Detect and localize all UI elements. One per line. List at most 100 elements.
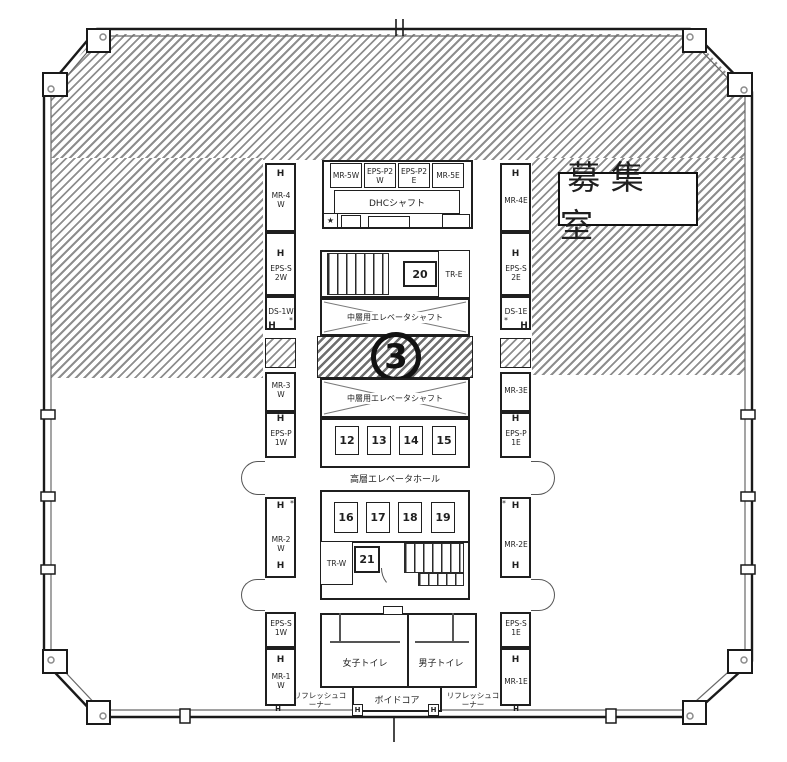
- duct-box: [368, 216, 410, 228]
- asterisk-label: *: [502, 498, 506, 508]
- h-label: H: [275, 705, 281, 713]
- h-column-mark: H: [500, 248, 531, 260]
- room-13: 13: [367, 426, 391, 455]
- room-16: 16: [334, 502, 358, 533]
- refresh-corner-right: リフレッシュコーナー: [446, 689, 500, 711]
- floor-3-circle: 3: [371, 332, 421, 382]
- right-col-box-5: [500, 412, 531, 458]
- room-mr1e-label: MR-1E: [504, 676, 528, 686]
- room-20-label: 20: [412, 267, 428, 281]
- refresh-corner-right-label: リフレッシュコーナー: [446, 691, 500, 709]
- asterisk-mark: *: [499, 498, 509, 508]
- room-ds1e: DS-1E: [503, 301, 529, 321]
- room-mr2e: MR-2E: [503, 534, 529, 554]
- room-mr4w: MR-4W: [268, 190, 294, 210]
- star-box: ★: [323, 213, 338, 228]
- room-eps-s1e: EPS-S1E: [503, 618, 529, 638]
- hatched-block-left-column: [265, 338, 296, 368]
- room-tr-e: TR-E: [438, 250, 470, 298]
- h-column-mark: H: [265, 168, 296, 180]
- room-mr3e: MR-3E: [503, 380, 529, 400]
- h-label: H: [511, 169, 520, 179]
- h-label: H: [511, 655, 520, 665]
- asterisk-mark: *: [501, 315, 511, 325]
- toilet-vent-box: [383, 606, 403, 615]
- h-label: H: [511, 561, 520, 571]
- h-column-mark: H: [265, 500, 296, 512]
- room-tr-e-label: TR-E: [445, 269, 463, 279]
- core-divider-line: [320, 541, 470, 543]
- h-label: H: [276, 561, 285, 571]
- h-column-mark: H: [265, 248, 296, 260]
- h-column-mark: H: [500, 500, 531, 512]
- h-label: H: [513, 705, 519, 713]
- elevator-hall-label: 高層エレベータホール: [349, 475, 440, 485]
- room-12-label: 12: [339, 434, 355, 447]
- room-eps-p1e-label: EPS-P1E: [505, 429, 527, 447]
- room-15-label: 15: [436, 434, 452, 447]
- void-core: ボイドコア: [352, 686, 442, 712]
- floor-number: 3: [384, 337, 408, 377]
- room-mr1w: MR-1W: [268, 671, 294, 691]
- room-ds1w-label: DS-1W: [268, 306, 294, 316]
- h-column-mark: H: [500, 654, 531, 666]
- room-eps-s1w: EPS-S1W: [268, 618, 294, 638]
- h-label: H: [354, 706, 361, 714]
- h-column-mark: H: [514, 320, 534, 332]
- h-column-mark: H: [265, 413, 296, 425]
- room-mr4w-label: MR-4W: [271, 191, 291, 209]
- room-eps-p2e: EPS-P2E: [398, 163, 430, 188]
- right-col-box-3: [500, 296, 531, 330]
- room-mr3w: MR-3W: [268, 380, 294, 400]
- door-arc: [241, 461, 265, 495]
- room-eps-s2w-label: EPS-S2W: [270, 264, 292, 282]
- mens-toilet: 男子トイレ: [410, 655, 472, 669]
- room-15: 15: [432, 426, 456, 455]
- wall-column-ticks: [40, 409, 756, 724]
- refresh-corner-left: リフレッシュコーナー: [293, 689, 347, 711]
- room-mr5e: MR-5E: [432, 163, 464, 188]
- h-column-mark: H: [266, 703, 290, 715]
- h-label: H: [276, 501, 285, 511]
- room-ds1e-label: DS-1E: [504, 306, 528, 316]
- refresh-corner-left-label: リフレッシュコーナー: [293, 691, 347, 709]
- mens-toilet-label: 男子トイレ: [418, 658, 464, 669]
- right-col-box-2: [500, 232, 531, 296]
- toilet-partition: [452, 613, 454, 641]
- room-mr2w: MR-2W: [268, 534, 294, 554]
- h-column-mark: H: [504, 703, 528, 715]
- elevator-hall-label-row: 高層エレベータホール: [330, 472, 460, 485]
- room-eps-s2e-label: EPS-S2E: [505, 264, 527, 282]
- room-mr5w: MR-5W: [330, 163, 362, 188]
- h-column-mark: H: [500, 413, 531, 425]
- h-label: H: [511, 414, 520, 424]
- room-13-label: 13: [371, 434, 387, 447]
- room-mr1w-label: MR-1W: [271, 672, 291, 690]
- stairs-upper: [327, 253, 389, 295]
- room-18-label: 18: [402, 511, 418, 524]
- elevator-shaft-upper: 中層用エレベータシャフト: [320, 298, 470, 336]
- asterisk-mark: *: [286, 315, 296, 325]
- asterisk-label: *: [290, 498, 294, 508]
- room-mr2e-label: MR-2E: [504, 539, 528, 549]
- room-eps-p2w-label: EPS-P2W: [366, 166, 394, 185]
- dhc-shaft-label: DHCシャフト: [369, 198, 425, 209]
- room-ds1w: DS-1W: [268, 301, 294, 321]
- axis-ticks: [393, 19, 404, 742]
- h-column-mark: H: [262, 320, 282, 332]
- room-19: 19: [431, 502, 455, 533]
- dhc-shaft: DHCシャフト: [334, 190, 460, 214]
- room-14: 14: [399, 426, 423, 455]
- corner-column-bolts: [47, 33, 748, 720]
- asterisk-label: *: [504, 315, 508, 325]
- room-eps-s2w: EPS-S2W: [268, 263, 294, 283]
- h-label: H: [511, 249, 520, 259]
- right-col-box-1: [500, 163, 531, 232]
- room-mr4e: MR-4E: [503, 190, 529, 210]
- h-column-mark: H: [265, 560, 296, 572]
- room-mr3e-label: MR-3E: [504, 385, 528, 395]
- elevator-shaft-upper-label: 中層用エレベータシャフト: [344, 311, 446, 323]
- right-col-box-6: [500, 497, 531, 578]
